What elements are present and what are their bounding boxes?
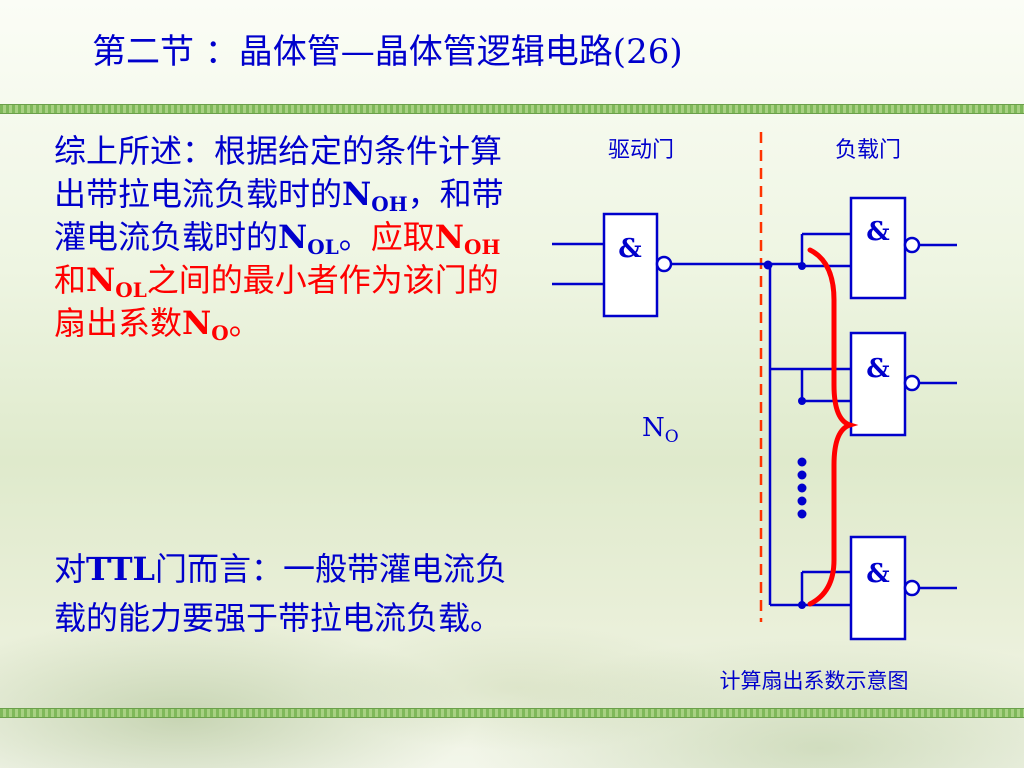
no-label: NO [642,413,679,447]
diagram-caption: 计算扇出系数示意图 [720,670,909,693]
fanout-brace [807,247,859,607]
page-title: 第二节 ：晶体管—晶体管逻辑电路(26) [92,32,683,72]
driver-gate [552,212,802,318]
junction-dot [798,601,806,609]
load-gate-1-symbol: & [866,217,889,247]
symbol-noh: NOH [342,175,408,216]
load-gate-3-symbol: & [866,559,889,589]
conclusion-text: 应取NOH和NOL之间的最小者作为该门的扇出系数NO。 [54,218,501,345]
paragraph-ttl: 对TTL门而言：一般带灌电流负载的能力要强于带拉电流负载。 [54,550,508,637]
summary-text-2: ，和带灌电流负载时的 [54,175,504,256]
junction-dot [798,397,806,405]
junction-dot [763,260,773,270]
symbol-no-red: NO [182,304,229,345]
summary-text-1: 综上所述：根据给定的条件计算出带拉电流负载时的 [54,132,503,213]
ttl-label: TTL [86,550,155,588]
junction-dot [798,262,806,270]
symbol-noh-red: NOH [434,218,501,259]
driver-gate-symbol: & [618,234,641,264]
symbol-nol-red: NOL [86,261,147,302]
load-gate-1 [800,196,957,300]
load-gate-label: 负载门 [835,137,901,162]
paragraph-summary: 综上所述：根据给定的条件计算出带拉电流负载时的NOH，和带灌电流负载时的NOL。… [54,130,514,345]
footer-divider [0,708,1024,718]
load-gate-3 [800,535,957,641]
title-divider [0,104,1024,114]
load-gate-2 [770,331,957,437]
load-gate-2-symbol: & [866,354,889,384]
driver-gate-label: 驱动门 [608,137,674,162]
summary-text-3: 。 [338,218,371,256]
symbol-nol: NOL [278,218,339,259]
ellipsis-dots [797,457,807,519]
